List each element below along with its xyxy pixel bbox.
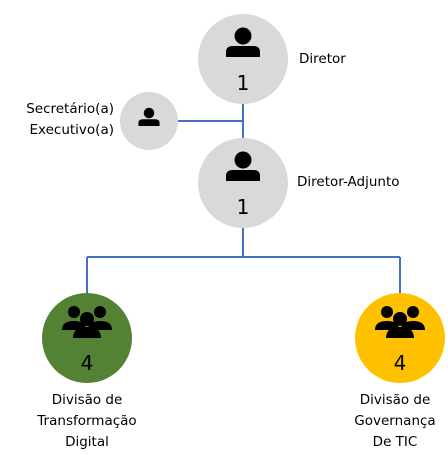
- ict-governance-count: 4: [394, 351, 407, 375]
- digital-transformation-circle: [42, 293, 132, 383]
- director-count: 1: [237, 71, 250, 95]
- digital-transformation-count: 4: [81, 351, 94, 375]
- ict-governance-title: Divisão de Governança De TIC: [345, 390, 445, 453]
- deputy-director-title: Diretor-Adjunto: [297, 174, 400, 190]
- secretary-title: Secretário(a) Executivo(a): [6, 99, 114, 141]
- connectors: [86, 104, 401, 293]
- secretary-title-line1: Secretário(a): [26, 101, 114, 117]
- ict-governance-node: 4: [355, 293, 445, 383]
- digital-transformation-title-line1: Divisão de: [51, 392, 123, 408]
- secretary-node: [120, 92, 178, 150]
- digital-transformation-title: Divisão de Transformação Digital: [17, 390, 157, 453]
- deputy-director-circle: [198, 138, 288, 228]
- director-node: 1: [198, 14, 288, 104]
- secretary-title-line2: Executivo(a): [29, 122, 115, 138]
- ict-governance-circle: [355, 293, 445, 383]
- ict-governance-title-line1: Divisão de: [359, 392, 431, 408]
- deputy-director-node: 1: [198, 138, 288, 228]
- director-circle: [198, 14, 288, 104]
- ict-governance-title-line3: De TIC: [372, 434, 418, 450]
- director-title: Diretor: [299, 51, 346, 67]
- digital-transformation-title-line3: Digital: [65, 434, 109, 450]
- digital-transformation-title-line2: Transformação: [37, 413, 137, 429]
- ict-governance-title-line2: Governança: [354, 413, 436, 429]
- deputy-director-count: 1: [237, 195, 250, 219]
- digital-transformation-node: 4: [42, 293, 132, 383]
